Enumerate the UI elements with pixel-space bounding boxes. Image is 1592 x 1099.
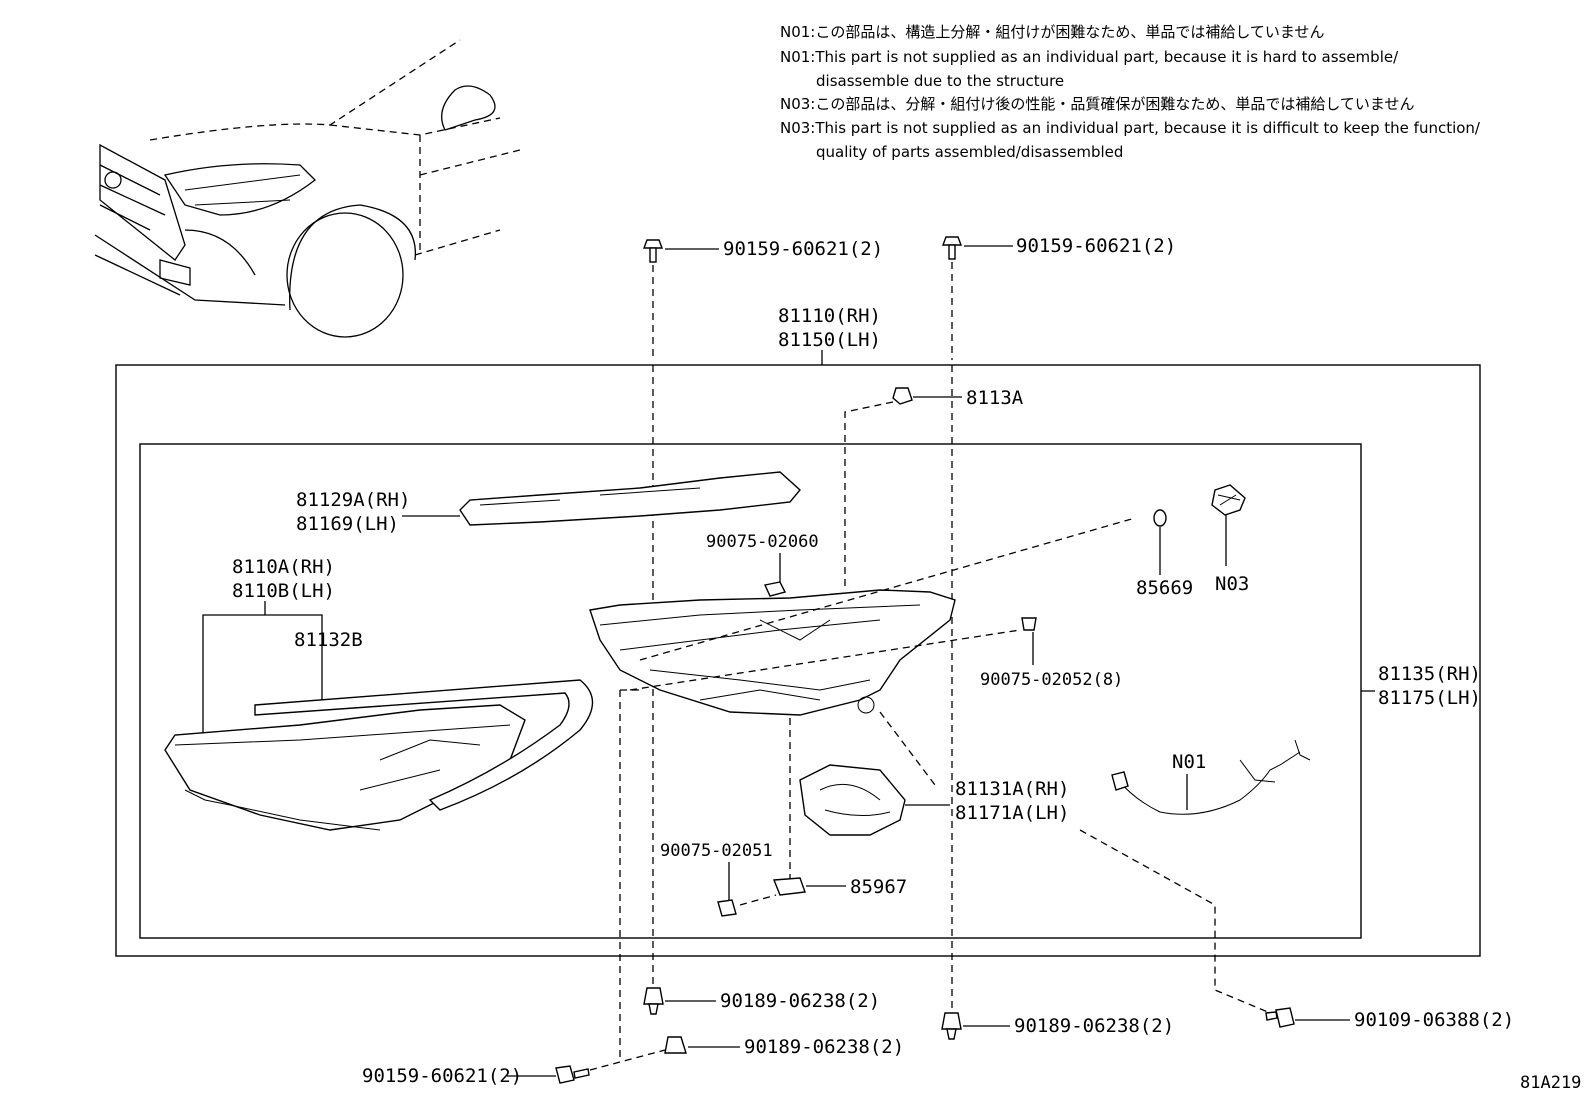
- label-8113a: 8113A: [966, 387, 1024, 409]
- part-85669-ring: [1153, 509, 1167, 527]
- label-85669: 85669: [1136, 577, 1193, 599]
- label-assy-lh: 81150(LH): [778, 329, 881, 351]
- label-85967: 85967: [850, 876, 907, 898]
- screw-90075-02060: [763, 581, 787, 597]
- note-n03-en-2: quality of parts assembled/disassembled: [816, 143, 1123, 161]
- label-8110a-rh: 8110A(RH): [232, 556, 335, 578]
- part-headlamp-housing: [589, 589, 956, 716]
- label-81171a-lh: 81171A(LH): [955, 802, 1069, 824]
- label-n03: N03: [1215, 573, 1249, 595]
- label-81129a-rh: 81129A(RH): [296, 489, 410, 511]
- part-85967-bracket: [772, 877, 806, 896]
- note-n03-jp: N03:この部品は、分解・組付け後の性能・品質確保が困難なため、単品では補給して…: [780, 95, 1414, 113]
- figure-code: 81A219: [1520, 1073, 1581, 1093]
- label-81132b: 81132B: [294, 629, 363, 651]
- label-bolt-top-right: 90159-60621(2): [1016, 235, 1176, 257]
- label-90075-02052: 90075-02052(8): [980, 670, 1123, 690]
- bolt-top-right: [941, 236, 1013, 360]
- note-n01-en-2: disassemble due to the structure: [816, 72, 1064, 90]
- label-81169-lh: 81169(LH): [296, 513, 399, 535]
- label-81131a-rh: 81131A(RH): [955, 778, 1069, 800]
- assembly-outer-box: [115, 364, 1481, 957]
- notes-block: N01:この部品は、構造上分解・組付けが困難なため、単品では補給していません N…: [780, 23, 1481, 161]
- label-81175-lh: 81175(LH): [1378, 687, 1481, 709]
- label-n01: N01: [1172, 751, 1206, 773]
- screw-90075-02051: [717, 899, 737, 917]
- part-81129a-garnish: [402, 471, 801, 526]
- label-90075-02060: 90075-02060: [706, 532, 819, 552]
- bolt-top-left: [642, 239, 719, 360]
- note-n01-en-1: N01:This part is not supplied as an indi…: [780, 48, 1399, 66]
- part-n03-actuator: [1211, 484, 1246, 566]
- label-81135-rh: 81135(RH): [1378, 663, 1481, 685]
- label-bolt-bottom-right: 90109-06388(2): [1354, 1009, 1514, 1031]
- label-clip-right: 90189-06238(2): [1014, 1015, 1174, 1037]
- label-clip-left: 90189-06238(2): [720, 990, 880, 1012]
- label-bolt-bottom-left: 90159-60621(2): [362, 1065, 522, 1087]
- screw-90075-02052: [1021, 617, 1037, 631]
- clip-bottom: [664, 1036, 740, 1054]
- clip-left: [643, 987, 716, 1015]
- bolt-bottom-right: [1265, 1007, 1350, 1028]
- label-assy-rh: 81110(RH): [778, 305, 881, 327]
- label-8110b-lh: 8110B(LH): [232, 580, 335, 602]
- part-n01-harness: [1111, 739, 1311, 815]
- part-8113a: [844, 387, 962, 590]
- bolt-bottom-left: [507, 1065, 590, 1084]
- note-n03-en-1: N03:This part is not supplied as an indi…: [780, 119, 1481, 137]
- part-headlamp-lens: [164, 679, 594, 831]
- note-n01-jp: N01:この部品は、構造上分解・組付けが困難なため、単品では補給していません: [780, 23, 1324, 41]
- vehicle-sketch: [94, 39, 521, 338]
- label-bolt-top-left: 90159-60621(2): [723, 238, 883, 260]
- clip-right: [941, 1012, 1010, 1040]
- label-clip-bottom: 90189-06238(2): [744, 1036, 904, 1058]
- label-90075-02051: 90075-02051: [660, 841, 773, 861]
- part-81131a-module: [799, 764, 950, 836]
